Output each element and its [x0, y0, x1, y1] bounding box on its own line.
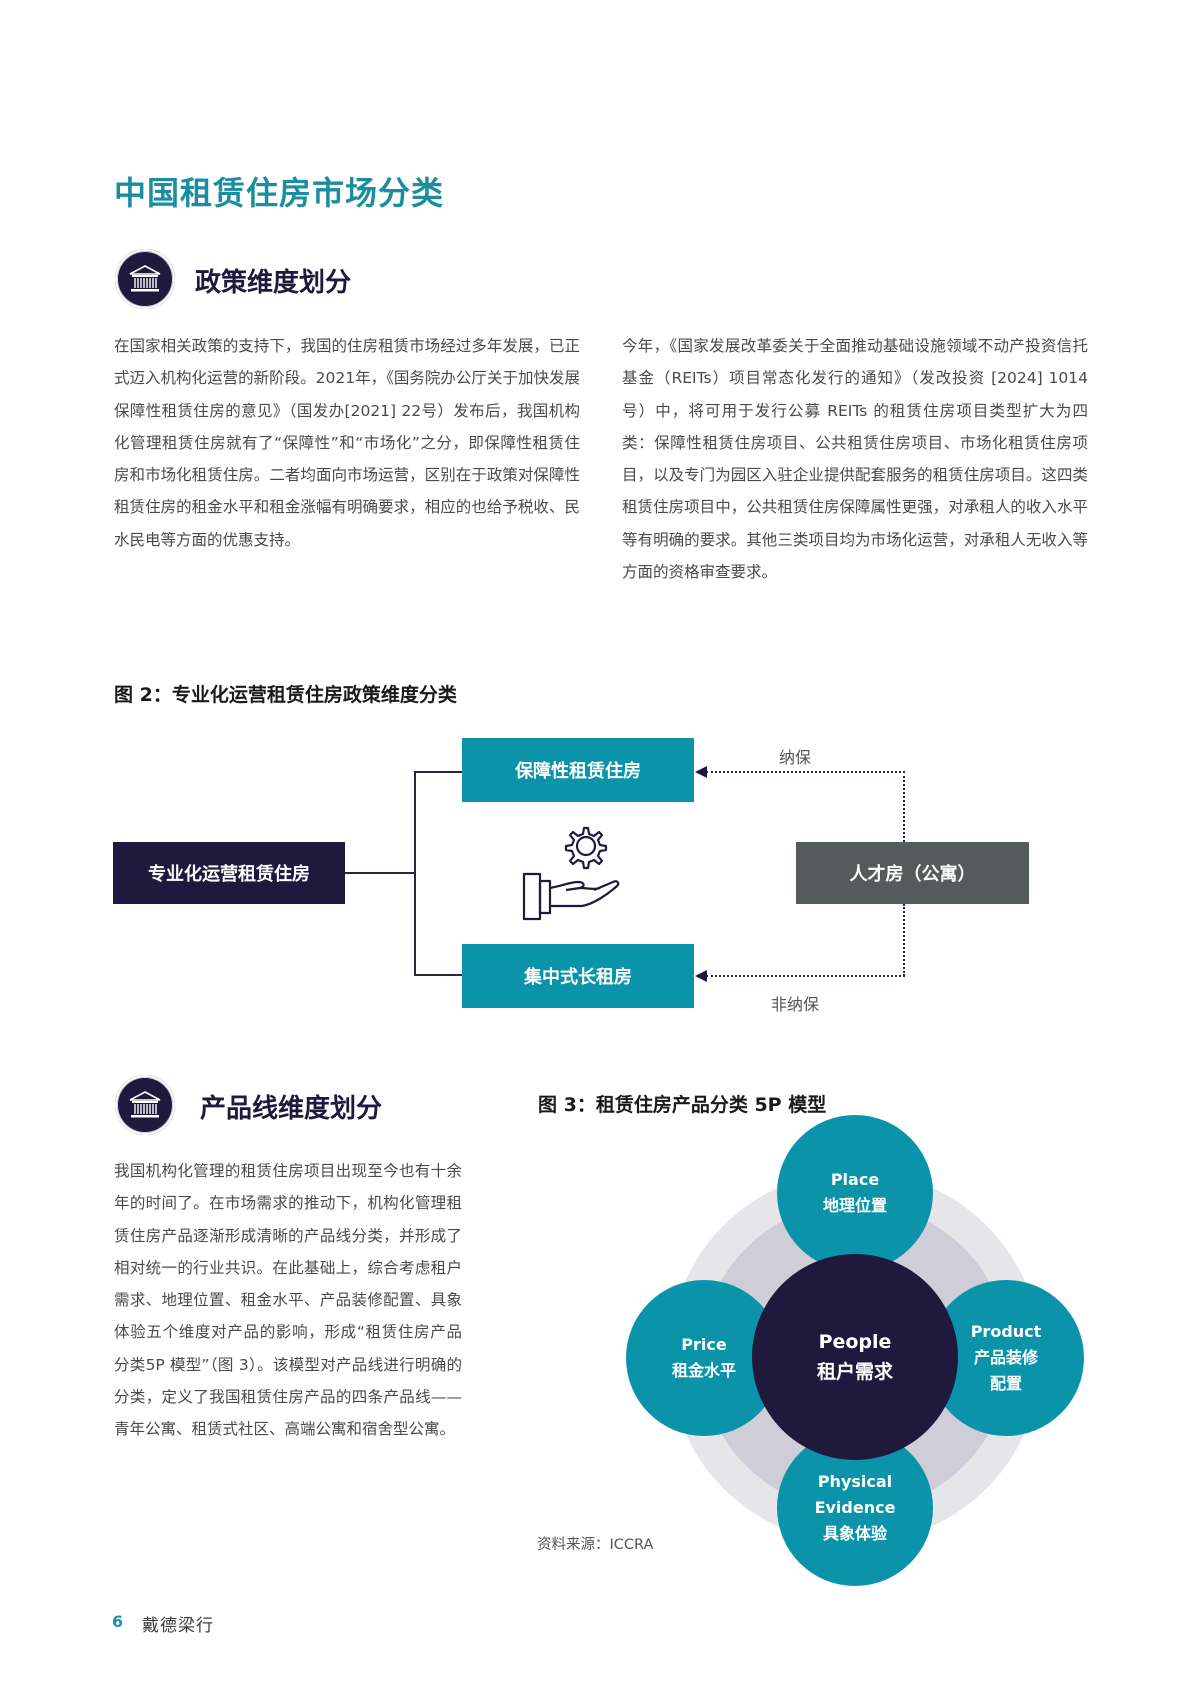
policy-paragraph-right: 今年，《国家发展改革委关于全面推动基础设施领域不动产投资信托基金（REITs）项…: [622, 337, 1088, 582]
root-box-label: 专业化运营租赁住房: [148, 864, 310, 885]
arrow-left-icon: [695, 766, 707, 778]
physical-zh: 具象体验: [822, 1524, 887, 1543]
product-zh: 产品装修: [973, 1348, 1038, 1367]
branch-top-label: 保障性租赁住房: [515, 761, 641, 782]
page-title: 中国租赁住房市场分类: [114, 174, 445, 212]
figure-2-title: 图 2：专业化运营租赁住房政策维度分类: [114, 684, 457, 706]
section-heading-policy: 政策维度划分: [195, 268, 352, 298]
dotted-line-top: [706, 771, 905, 773]
place-circle: Place 地理位置: [777, 1115, 933, 1271]
side-box-label: 人才房（公寓）: [849, 864, 976, 885]
connector-root: [345, 872, 415, 874]
physical-en2: Evidence: [814, 1498, 896, 1517]
policy-paragraph-left: 在国家相关政策的支持下，我国的住房租赁市场经过多年发展，已正式迈入机构化运营的新…: [114, 337, 580, 549]
product-en: Product: [970, 1322, 1042, 1341]
root-box: 专业化运营租赁住房: [113, 842, 345, 904]
people-en: People: [818, 1331, 892, 1353]
side-box: 人才房（公寓）: [796, 842, 1029, 904]
bank-building-icon: [115, 1075, 175, 1135]
connector-top: [414, 771, 462, 773]
physical-en: Physical: [817, 1472, 893, 1491]
price-zh: 租金水平: [671, 1361, 736, 1380]
label-bottom: 非纳保: [771, 995, 820, 1014]
place-zh: 地理位置: [822, 1196, 887, 1215]
branch-bottom-label: 集中式长租房: [524, 967, 632, 988]
price-en: Price: [681, 1335, 727, 1354]
label-top: 纳保: [779, 748, 812, 767]
connector-bottom: [414, 974, 462, 976]
figure-3-title: 图 3：租赁住房产品分类 5P 模型: [538, 1094, 827, 1116]
bank-building-icon: [115, 249, 175, 309]
branch-top-box: 保障性租赁住房: [462, 738, 694, 802]
connector-vertical: [414, 771, 416, 976]
product-paragraph: 我国机构化管理的租赁住房项目出现至今也有十余年的时间了。在市场需求的推动下，机构…: [114, 1162, 462, 1439]
dotted-line-down: [903, 904, 905, 976]
branch-bottom-box: 集中式长租房: [462, 944, 694, 1008]
hand-gear-icon: [522, 826, 632, 922]
people-circle: People 租户需求: [752, 1254, 958, 1460]
dotted-line-bottom: [706, 975, 905, 977]
footer-brand: 戴德梁行: [142, 1616, 214, 1636]
place-en: Place: [830, 1170, 880, 1189]
source-note: 资料来源：ICCRA: [537, 1537, 654, 1553]
product-zh2: 配置: [989, 1374, 1022, 1393]
arrow-left-icon: [695, 970, 707, 982]
page-number: 6: [112, 1612, 124, 1631]
people-zh: 租户需求: [816, 1361, 893, 1383]
section-heading-product: 产品线维度划分: [200, 1094, 383, 1124]
dotted-line-up: [903, 771, 905, 842]
